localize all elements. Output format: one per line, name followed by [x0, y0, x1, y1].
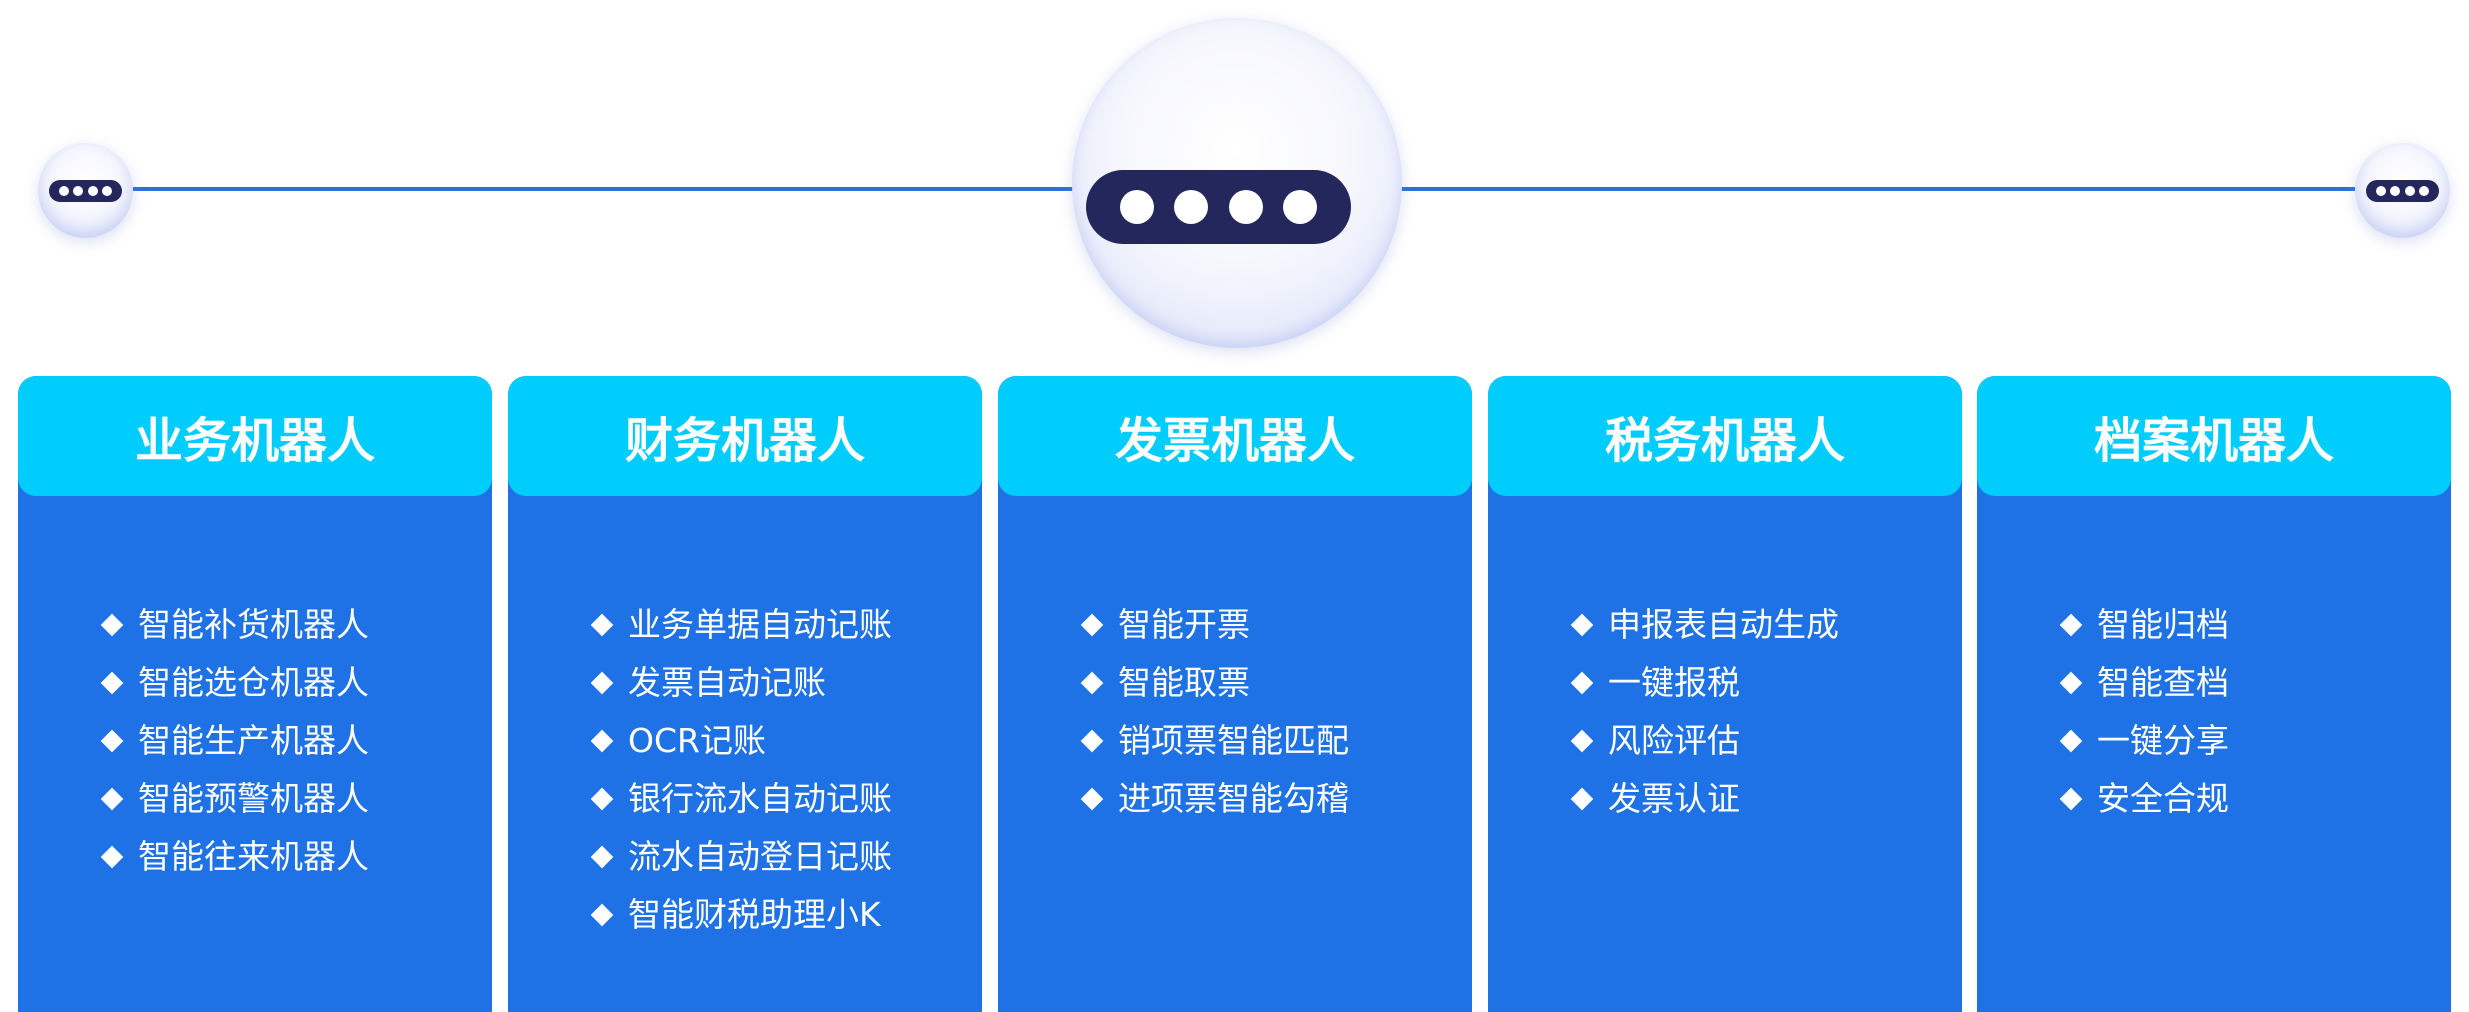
diamond-bullet-icon: [100, 671, 124, 695]
right-node-orb: [2355, 143, 2450, 238]
diamond-bullet-icon: [100, 729, 124, 753]
list-item: 银行流水自动记账: [588, 770, 892, 828]
list-item: 智能选仓机器人: [98, 654, 369, 712]
diamond-bullet-icon: [2059, 671, 2083, 695]
left-node-orb: [38, 143, 133, 238]
ellipsis-pill-icon: [2366, 180, 2439, 202]
diamond-bullet-icon: [590, 787, 614, 811]
ellipsis-pill-icon: [49, 180, 122, 202]
list-item: 申报表自动生成: [1568, 596, 1839, 654]
list-item: 智能预警机器人: [98, 770, 369, 828]
card-item-list: 申报表自动生成 一键报税 风险评估 发票认证: [1568, 596, 1839, 828]
diamond-bullet-icon: [590, 903, 614, 927]
diamond-bullet-icon: [1570, 787, 1594, 811]
card-archive-robot: 档案机器人 智能归档 智能查档 一键分享 安全合规: [1977, 376, 2451, 1012]
card-item-list: 智能归档 智能查档 一键分享 安全合规: [2057, 596, 2229, 828]
diamond-bullet-icon: [1570, 729, 1594, 753]
list-item: 智能财税助理小K: [588, 886, 892, 944]
card-title: 业务机器人: [18, 376, 492, 496]
card-invoice-robot: 发票机器人 智能开票 智能取票 销项票智能匹配 进项票智能勾稽: [998, 376, 1472, 1012]
card-business-robot: 业务机器人 智能补货机器人 智能选仓机器人 智能生产机器人 智能预警机器人 智能…: [18, 376, 492, 1012]
diamond-bullet-icon: [1080, 787, 1104, 811]
diamond-bullet-icon: [2059, 787, 2083, 811]
list-item: 销项票智能匹配: [1078, 712, 1349, 770]
list-item: 智能开票: [1078, 596, 1349, 654]
list-item: 流水自动登日记账: [588, 828, 892, 886]
diamond-bullet-icon: [590, 613, 614, 637]
diamond-bullet-icon: [100, 613, 124, 637]
list-item: 一键分享: [2057, 712, 2229, 770]
diamond-bullet-icon: [2059, 613, 2083, 637]
list-item: 智能补货机器人: [98, 596, 369, 654]
diamond-bullet-icon: [1080, 671, 1104, 695]
diamond-bullet-icon: [100, 787, 124, 811]
list-item: 发票自动记账: [588, 654, 892, 712]
list-item: 智能取票: [1078, 654, 1349, 712]
center-node-orb: [1072, 18, 1402, 348]
list-item: 智能生产机器人: [98, 712, 369, 770]
ellipsis-pill-icon: [1086, 170, 1351, 244]
diamond-bullet-icon: [1570, 671, 1594, 695]
diamond-bullet-icon: [1080, 613, 1104, 637]
list-item: 一键报税: [1568, 654, 1839, 712]
card-item-list: 智能开票 智能取票 销项票智能匹配 进项票智能勾稽: [1078, 596, 1349, 828]
list-item: 安全合规: [2057, 770, 2229, 828]
list-item: 进项票智能勾稽: [1078, 770, 1349, 828]
card-title: 发票机器人: [998, 376, 1472, 496]
diamond-bullet-icon: [590, 845, 614, 869]
list-item: 智能往来机器人: [98, 828, 369, 886]
list-item: 业务单据自动记账: [588, 596, 892, 654]
diamond-bullet-icon: [590, 729, 614, 753]
card-title: 档案机器人: [1977, 376, 2451, 496]
card-title: 税务机器人: [1488, 376, 1962, 496]
list-item: 风险评估: [1568, 712, 1839, 770]
list-item: 智能归档: [2057, 596, 2229, 654]
card-finance-robot: 财务机器人 业务单据自动记账 发票自动记账 OCR记账 银行流水自动记账 流水自…: [508, 376, 982, 1012]
diamond-bullet-icon: [1570, 613, 1594, 637]
list-item: 发票认证: [1568, 770, 1839, 828]
card-title: 财务机器人: [508, 376, 982, 496]
diamond-bullet-icon: [590, 671, 614, 695]
diamond-bullet-icon: [1080, 729, 1104, 753]
diamond-bullet-icon: [2059, 729, 2083, 753]
list-item: OCR记账: [588, 712, 892, 770]
list-item: 智能查档: [2057, 654, 2229, 712]
card-item-list: 业务单据自动记账 发票自动记账 OCR记账 银行流水自动记账 流水自动登日记账 …: [588, 596, 892, 944]
diamond-bullet-icon: [100, 845, 124, 869]
card-item-list: 智能补货机器人 智能选仓机器人 智能生产机器人 智能预警机器人 智能往来机器人: [98, 596, 369, 886]
card-tax-robot: 税务机器人 申报表自动生成 一键报税 风险评估 发票认证: [1488, 376, 1962, 1012]
